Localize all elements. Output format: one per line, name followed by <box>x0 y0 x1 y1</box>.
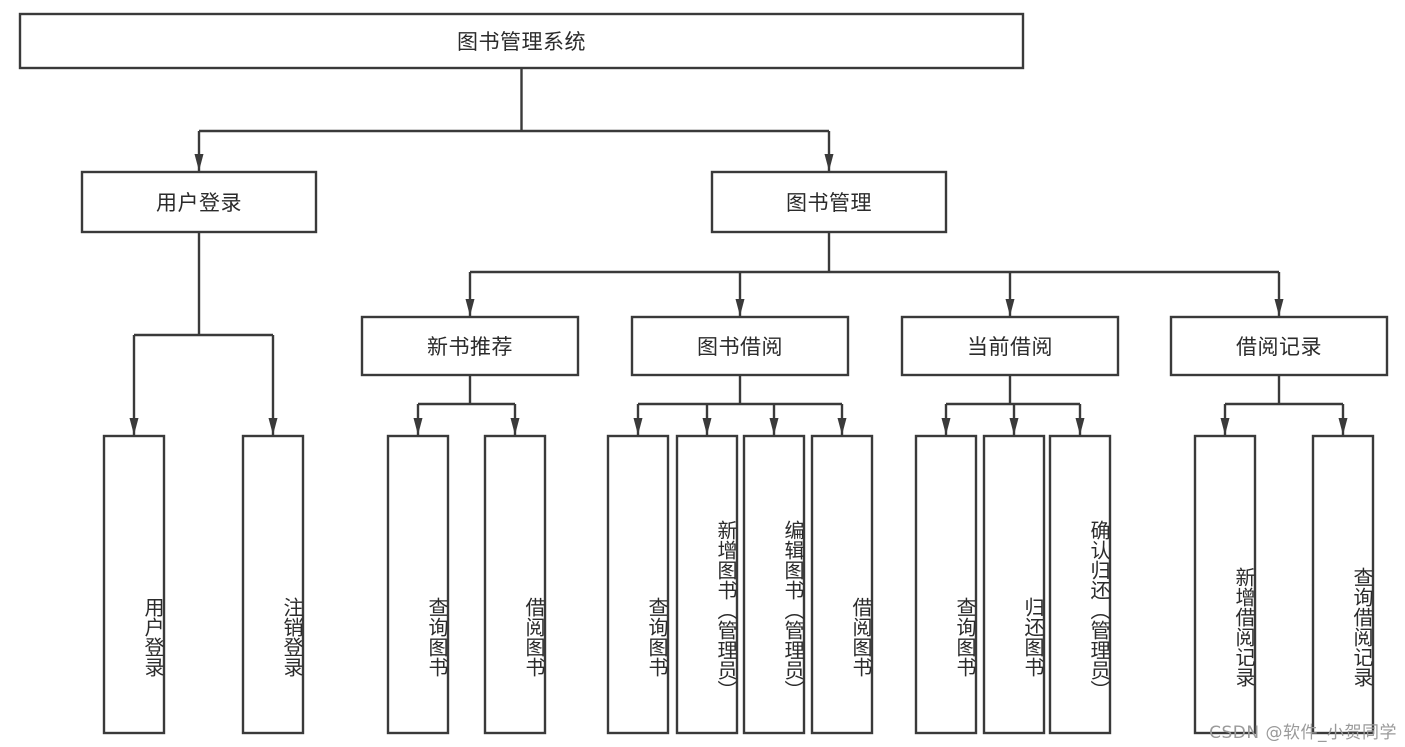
node-box-leaf-user-login[interactable] <box>102 434 166 735</box>
arrow-head-icon <box>1338 418 1348 435</box>
arrow-head-icon <box>769 418 779 435</box>
node-box-user-login[interactable] <box>80 170 318 234</box>
node-box-leaf-logout[interactable] <box>241 434 305 735</box>
arrow-head-icon <box>268 418 278 435</box>
arrow-head-icon <box>465 299 475 316</box>
node-box-leaf-confirm-return[interactable] <box>1048 434 1112 735</box>
arrow-head-icon <box>633 418 643 435</box>
arrow-head-icon <box>837 418 847 435</box>
arrow-head-icon <box>1075 418 1085 435</box>
node-box-root[interactable] <box>18 12 1025 70</box>
node-box-leaf-add-book[interactable] <box>675 434 739 735</box>
arrow-head-icon <box>1274 299 1284 316</box>
arrow-head-icon <box>735 299 745 316</box>
arrow-head-icon <box>413 418 423 435</box>
node-box-current-borrow[interactable] <box>900 315 1120 377</box>
arrow-head-icon <box>1009 418 1019 435</box>
arrow-head-icon <box>941 418 951 435</box>
node-box-leaf-query-book-3[interactable] <box>914 434 978 735</box>
node-box-leaf-query-book-1[interactable] <box>386 434 450 735</box>
node-box-leaf-borrow-book-1[interactable] <box>483 434 547 735</box>
node-box-book-manage[interactable] <box>710 170 948 234</box>
arrow-head-icon <box>824 154 834 171</box>
node-box-leaf-query-book-2[interactable] <box>606 434 670 735</box>
arrow-head-icon <box>702 418 712 435</box>
node-box-new-book-rec[interactable] <box>360 315 580 377</box>
node-box-leaf-query-record[interactable] <box>1311 434 1375 735</box>
node-box-leaf-edit-book[interactable] <box>742 434 806 735</box>
arrow-head-icon <box>1220 418 1230 435</box>
node-boxes-layer <box>18 12 1389 735</box>
connector-lines-layer <box>129 68 1348 435</box>
node-box-leaf-return-book[interactable] <box>982 434 1046 735</box>
node-box-leaf-borrow-book-2[interactable] <box>810 434 874 735</box>
node-box-borrow-record[interactable] <box>1169 315 1389 377</box>
arrow-head-icon <box>1005 299 1015 316</box>
arrow-head-icon <box>129 418 139 435</box>
arrow-head-icon <box>194 154 204 171</box>
arrow-head-icon <box>510 418 520 435</box>
node-box-leaf-add-record[interactable] <box>1193 434 1257 735</box>
node-box-book-borrow[interactable] <box>630 315 850 377</box>
